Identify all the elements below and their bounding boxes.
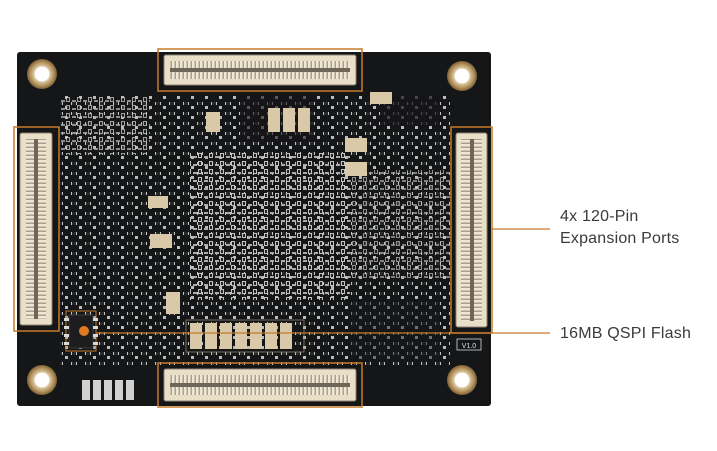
expansion-ports-line2: Expansion Ports xyxy=(560,230,680,247)
qspi-flash-callout: 16MB QSPI Flash xyxy=(560,323,691,345)
svg-text:V1.0: V1.0 xyxy=(462,343,477,350)
expansion-ports-line1: 4x 120-Pin xyxy=(560,208,639,225)
expansion-connector-left xyxy=(13,126,60,332)
version-label: V1.0 xyxy=(456,338,482,351)
mounting-hole-bottom-left xyxy=(27,365,57,395)
expansion-connector-bottom xyxy=(157,362,363,408)
qspi-flash-label: 16MB QSPI Flash xyxy=(560,325,692,342)
expansion-ports-callout: 4x 120-Pin Expansion Ports xyxy=(560,206,680,250)
expansion-connector-top xyxy=(157,48,363,92)
expansion-connector-right xyxy=(450,126,493,334)
mounting-hole-bottom-right xyxy=(447,365,477,395)
capacitor-group-top xyxy=(82,92,392,400)
smd-component-field xyxy=(60,95,450,365)
mounting-hole-top-left xyxy=(27,59,57,89)
capacitor-row xyxy=(185,319,305,353)
qspi-flash-chip xyxy=(64,310,98,352)
mounting-hole-top-right xyxy=(447,61,477,91)
